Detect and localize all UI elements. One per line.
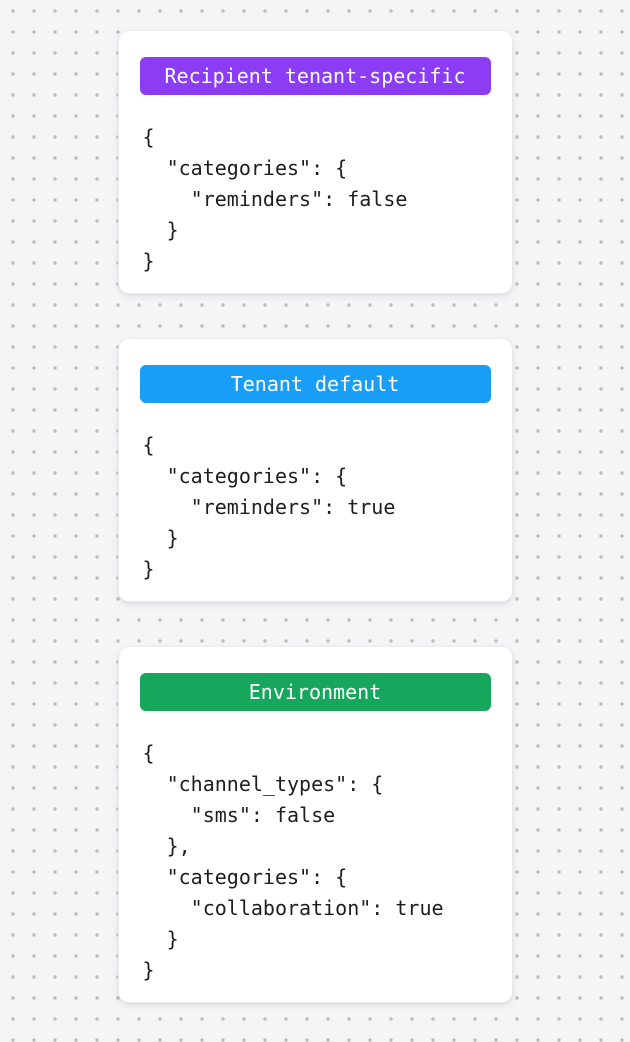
badge-environment: Environment: [139, 673, 491, 711]
json-code-block: { "categories": { "reminders": true } }: [142, 433, 396, 581]
preference-card-recipient-tenant-specific: Recipient tenant-specific { "categories"…: [117, 30, 513, 294]
badge-recipient-tenant-specific: Recipient tenant-specific: [139, 57, 491, 95]
json-code-block: { "channel_types": { "sms": false }, "ca…: [142, 741, 444, 982]
badge-tenant-default: Tenant default: [139, 365, 491, 403]
preference-card-environment: Environment { "channel_types": { "sms": …: [117, 646, 513, 1003]
json-code-block: { "categories": { "reminders": false } }: [142, 125, 408, 273]
preference-card-tenant-default: Tenant default { "categories": { "remind…: [117, 338, 513, 602]
